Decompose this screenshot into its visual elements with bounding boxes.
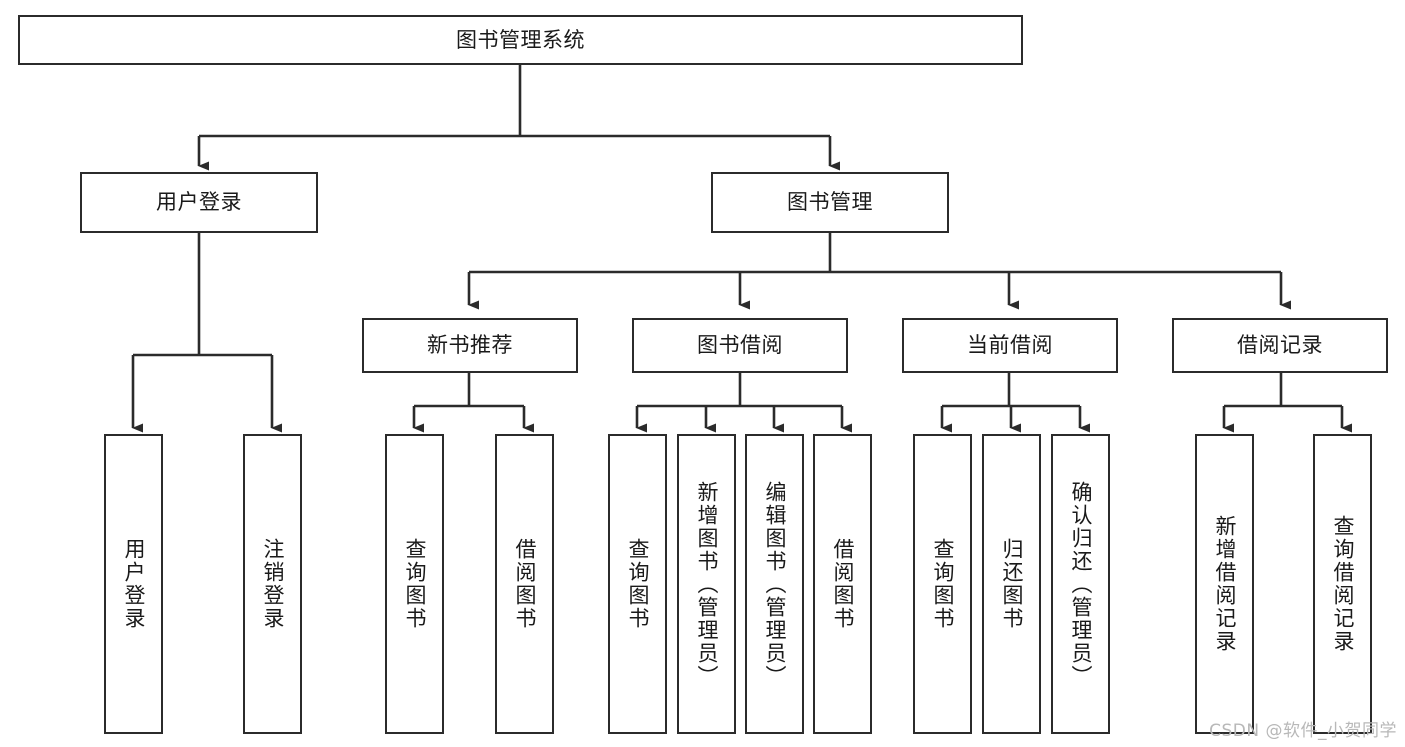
leaf-query-book-1-label: 查询图书 bbox=[403, 538, 427, 630]
leaf-confirm-return-label: 确认归还（管理员） bbox=[1069, 480, 1093, 688]
leaf-borrow-book-1-label: 借阅图书 bbox=[513, 538, 537, 630]
leaf-add-book-label: 新增图书（管理员） bbox=[695, 480, 719, 688]
leaf-borrow-book-2[interactable]: 借阅图书 bbox=[813, 434, 872, 734]
leaf-query-borrow-record[interactable]: 查询借阅记录 bbox=[1313, 434, 1372, 734]
node-user-login-label: 用户登录 bbox=[156, 190, 242, 215]
leaf-confirm-return[interactable]: 确认归还（管理员） bbox=[1051, 434, 1110, 734]
node-current-borrow[interactable]: 当前借阅 bbox=[902, 318, 1118, 373]
leaf-query-book-1[interactable]: 查询图书 bbox=[385, 434, 444, 734]
node-borrow-record[interactable]: 借阅记录 bbox=[1172, 318, 1388, 373]
leaf-query-book-3[interactable]: 查询图书 bbox=[913, 434, 972, 734]
node-book-borrow-label: 图书借阅 bbox=[697, 333, 783, 358]
node-book-management[interactable]: 图书管理 bbox=[711, 172, 949, 233]
leaf-logout-login-label: 注销登录 bbox=[261, 538, 285, 630]
leaf-edit-book[interactable]: 编辑图书（管理员） bbox=[745, 434, 804, 734]
leaf-add-borrow-record[interactable]: 新增借阅记录 bbox=[1195, 434, 1254, 734]
node-book-management-label: 图书管理 bbox=[787, 190, 873, 215]
leaf-borrow-book-1[interactable]: 借阅图书 bbox=[495, 434, 554, 734]
node-borrow-record-label: 借阅记录 bbox=[1237, 333, 1323, 358]
node-current-borrow-label: 当前借阅 bbox=[967, 333, 1053, 358]
leaf-query-book-2[interactable]: 查询图书 bbox=[608, 434, 667, 734]
node-new-book-recommend[interactable]: 新书推荐 bbox=[362, 318, 578, 373]
node-book-borrow[interactable]: 图书借阅 bbox=[632, 318, 848, 373]
leaf-query-book-3-label: 查询图书 bbox=[931, 538, 955, 630]
leaf-query-book-2-label: 查询图书 bbox=[626, 538, 650, 630]
leaf-borrow-book-2-label: 借阅图书 bbox=[831, 538, 855, 630]
leaf-user-login[interactable]: 用户登录 bbox=[104, 434, 163, 734]
node-user-login[interactable]: 用户登录 bbox=[80, 172, 318, 233]
node-new-book-recommend-label: 新书推荐 bbox=[427, 333, 513, 358]
leaf-query-borrow-record-label: 查询借阅记录 bbox=[1331, 515, 1355, 653]
node-root[interactable]: 图书管理系统 bbox=[18, 15, 1023, 65]
leaf-logout-login[interactable]: 注销登录 bbox=[243, 434, 302, 734]
leaf-user-login-label: 用户登录 bbox=[122, 538, 146, 630]
node-root-label: 图书管理系统 bbox=[456, 27, 585, 52]
leaf-add-book[interactable]: 新增图书（管理员） bbox=[677, 434, 736, 734]
leaf-edit-book-label: 编辑图书（管理员） bbox=[763, 480, 787, 688]
leaf-add-borrow-record-label: 新增借阅记录 bbox=[1213, 515, 1237, 653]
leaf-return-book-label: 归还图书 bbox=[1000, 538, 1024, 630]
csdn-watermark: CSDN @软件_小贺同学 bbox=[1209, 721, 1397, 741]
leaf-return-book[interactable]: 归还图书 bbox=[982, 434, 1041, 734]
